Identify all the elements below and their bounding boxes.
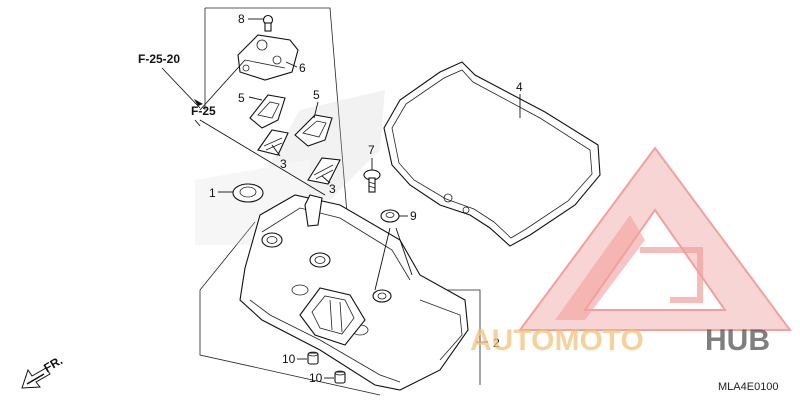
watermark-brand-part1: AUTOMOTO <box>470 324 644 357</box>
front-arrow <box>21 367 51 389</box>
callout-9: 9 <box>410 209 417 223</box>
callout-10b: 10 <box>309 371 323 385</box>
cylinder-head-cover-part-2 <box>239 194 469 391</box>
callout-7: 7 <box>368 143 375 157</box>
bolt-part-7 <box>363 169 381 193</box>
watermark-brand-part2: HUB <box>705 324 770 357</box>
callout-5a: 5 <box>238 91 245 105</box>
callout-2: 2 <box>493 336 500 350</box>
grommet-part-1 <box>232 183 264 203</box>
plate-part-3-a <box>257 129 289 156</box>
ref-arrow-f-25 <box>194 119 201 127</box>
callout-8: 8 <box>238 12 245 26</box>
leader-lines <box>199 18 521 379</box>
callout-10a: 10 <box>282 352 296 366</box>
cap-part-10-a <box>307 351 319 365</box>
callout-6: 6 <box>299 61 306 75</box>
diagram-code: MLA4E0100 <box>718 381 779 393</box>
seal-part-5-a <box>249 94 286 129</box>
ref-label-f-25: F-25 <box>191 104 216 118</box>
ref-label-f-25-20: F-25-20 <box>138 52 180 66</box>
breather-housing-part-6 <box>237 34 299 81</box>
callout-5b: 5 <box>313 88 320 102</box>
gasket-part-4 <box>383 61 601 247</box>
watermark-logo <box>518 146 792 331</box>
callout-3b: 3 <box>329 182 336 196</box>
callout-3a: 3 <box>280 157 287 171</box>
plate-part-3-b <box>307 157 341 185</box>
bolt-part-8 <box>262 14 274 32</box>
cap-part-10-b <box>334 370 346 384</box>
ref-arrow-f-25-20 <box>161 67 203 109</box>
callout-4: 4 <box>516 80 523 94</box>
grommet-part-9 <box>380 209 400 223</box>
seal-part-5-b <box>294 114 333 147</box>
callout-1: 1 <box>209 186 216 200</box>
